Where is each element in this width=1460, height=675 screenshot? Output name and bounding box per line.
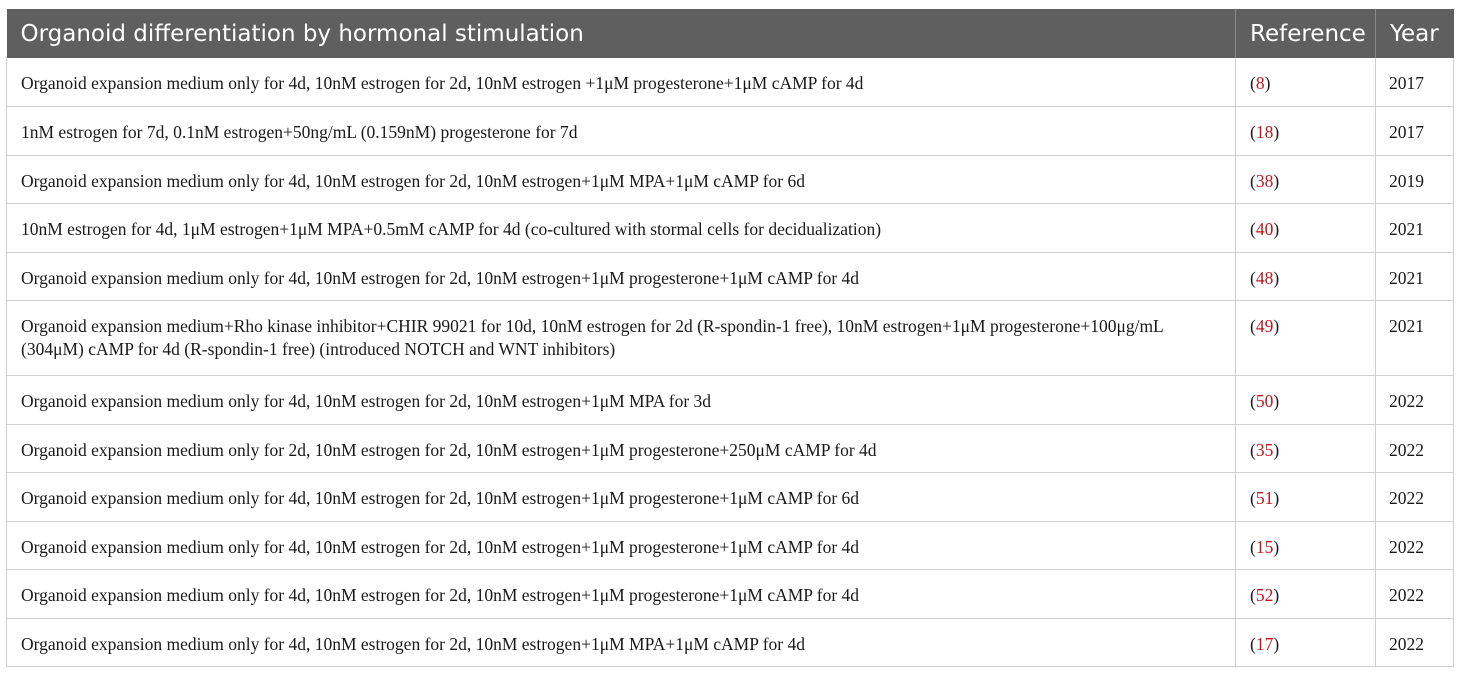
ref-open-paren: (: [1250, 73, 1256, 93]
ref-close-paren: ): [1273, 488, 1280, 508]
cell-condition: Organoid expansion medium only for 4d, 1…: [6, 155, 1236, 204]
reference-link[interactable]: 40: [1255, 219, 1274, 239]
cell-year: 2022: [1375, 618, 1454, 667]
ref-close-paren: ): [1273, 633, 1280, 654]
cell-condition: Organoid expansion medium only for 4d, 1…: [6, 472, 1236, 522]
ref-close-paren: ): [1273, 122, 1280, 142]
cell-condition: 10nM estrogen for 4d, 1μM estrogen+1μM M…: [6, 203, 1236, 253]
reference-link[interactable]: 49: [1255, 316, 1274, 336]
cell-year: 2021: [1375, 300, 1454, 376]
reference-link[interactable]: 15: [1255, 536, 1274, 557]
table-row: Organoid expansion medium only for 4d, 1…: [6, 58, 1454, 107]
cell-reference: (51): [1235, 472, 1376, 522]
hormonal-stimulation-table-container: Organoid differentiation by hormonal sti…: [6, 9, 1454, 667]
cell-year: 2021: [1375, 203, 1454, 253]
cell-year: 2022: [1375, 472, 1454, 522]
reference-link[interactable]: 38: [1255, 170, 1274, 191]
table-row: Organoid expansion medium only for 4d, 1…: [6, 375, 1454, 425]
reference-link[interactable]: 48: [1255, 267, 1274, 288]
cell-reference: (8): [1235, 58, 1376, 107]
ref-close-paren: ): [1273, 585, 1280, 605]
cell-condition: Organoid expansion medium only for 4d, 1…: [6, 252, 1236, 301]
ref-close-paren: ): [1273, 267, 1280, 288]
table-row: 1nM estrogen for 7d, 0.1nM estrogen+50ng…: [6, 106, 1454, 156]
cell-reference: (49): [1235, 300, 1376, 376]
header-year: Year: [1375, 9, 1454, 58]
cell-reference: (48): [1235, 252, 1376, 301]
cell-condition: Organoid expansion medium only for 2d, 1…: [6, 424, 1236, 473]
table-row: Organoid expansion medium only for 2d, 1…: [6, 424, 1454, 473]
cell-condition: Organoid expansion medium only for 4d, 1…: [6, 569, 1236, 619]
ref-open-paren: (: [1250, 536, 1256, 557]
reference-link[interactable]: 50: [1255, 391, 1274, 411]
table-row: Organoid expansion medium only for 4d, 1…: [6, 618, 1454, 667]
cell-reference: (38): [1235, 155, 1376, 204]
reference-link[interactable]: 8: [1255, 73, 1265, 93]
table-row: Organoid expansion medium only for 4d, 1…: [6, 472, 1454, 522]
ref-open-paren: (: [1250, 585, 1256, 605]
ref-open-paren: (: [1250, 488, 1256, 508]
cell-year: 2017: [1375, 58, 1454, 107]
cell-year: 2022: [1375, 375, 1454, 425]
cell-condition: Organoid expansion medium only for 4d, 1…: [6, 375, 1236, 425]
cell-year: 2017: [1375, 106, 1454, 156]
cell-reference: (50): [1235, 375, 1376, 425]
ref-open-paren: (: [1250, 316, 1256, 336]
header-reference: Reference: [1235, 9, 1376, 58]
ref-close-paren: ): [1273, 170, 1280, 191]
cell-condition: Organoid expansion medium+Rho kinase inh…: [6, 300, 1236, 376]
ref-open-paren: (: [1250, 170, 1256, 191]
ref-open-paren: (: [1250, 219, 1256, 239]
ref-open-paren: (: [1250, 633, 1256, 654]
cell-year: 2022: [1375, 569, 1454, 619]
ref-open-paren: (: [1250, 391, 1256, 411]
cell-condition: Organoid expansion medium only for 4d, 1…: [6, 618, 1236, 667]
cell-year: 2021: [1375, 252, 1454, 301]
cell-reference: (17): [1235, 618, 1376, 667]
ref-close-paren: ): [1273, 219, 1280, 239]
table-row: 10nM estrogen for 4d, 1μM estrogen+1μM M…: [6, 203, 1454, 253]
ref-close-paren: ): [1273, 536, 1280, 557]
cell-reference: (15): [1235, 521, 1376, 570]
reference-link[interactable]: 51: [1255, 488, 1274, 508]
ref-close-paren: ): [1264, 73, 1271, 93]
reference-link[interactable]: 17: [1255, 633, 1274, 654]
table-row: Organoid expansion medium only for 4d, 1…: [6, 155, 1454, 204]
ref-close-paren: ): [1273, 439, 1280, 460]
header-condition: Organoid differentiation by hormonal sti…: [6, 9, 1236, 58]
cell-reference: (35): [1235, 424, 1376, 473]
cell-condition: Organoid expansion medium only for 4d, 1…: [6, 58, 1236, 107]
table-body: Organoid expansion medium only for 4d, 1…: [6, 58, 1454, 667]
ref-open-paren: (: [1250, 122, 1256, 142]
table-header: Organoid differentiation by hormonal sti…: [6, 9, 1454, 58]
cell-condition: 1nM estrogen for 7d, 0.1nM estrogen+50ng…: [6, 106, 1236, 156]
reference-link[interactable]: 18: [1255, 122, 1274, 142]
reference-link[interactable]: 52: [1255, 585, 1274, 605]
ref-close-paren: ): [1273, 316, 1280, 336]
cell-condition: Organoid expansion medium only for 4d, 1…: [6, 521, 1236, 570]
reference-link[interactable]: 35: [1255, 439, 1274, 460]
cell-year: 2022: [1375, 521, 1454, 570]
ref-open-paren: (: [1250, 439, 1256, 460]
ref-open-paren: (: [1250, 267, 1256, 288]
table-row: Organoid expansion medium only for 4d, 1…: [6, 252, 1454, 301]
cell-reference: (40): [1235, 203, 1376, 253]
hormonal-stimulation-table: Organoid differentiation by hormonal sti…: [6, 9, 1454, 667]
cell-year: 2019: [1375, 155, 1454, 204]
table-row: Organoid expansion medium+Rho kinase inh…: [6, 300, 1454, 376]
table-row: Organoid expansion medium only for 4d, 1…: [6, 521, 1454, 570]
ref-close-paren: ): [1273, 391, 1280, 411]
cell-year: 2022: [1375, 424, 1454, 473]
header-row: Organoid differentiation by hormonal sti…: [6, 9, 1454, 58]
table-row: Organoid expansion medium only for 4d, 1…: [6, 569, 1454, 619]
cell-reference: (18): [1235, 106, 1376, 156]
cell-reference: (52): [1235, 569, 1376, 619]
